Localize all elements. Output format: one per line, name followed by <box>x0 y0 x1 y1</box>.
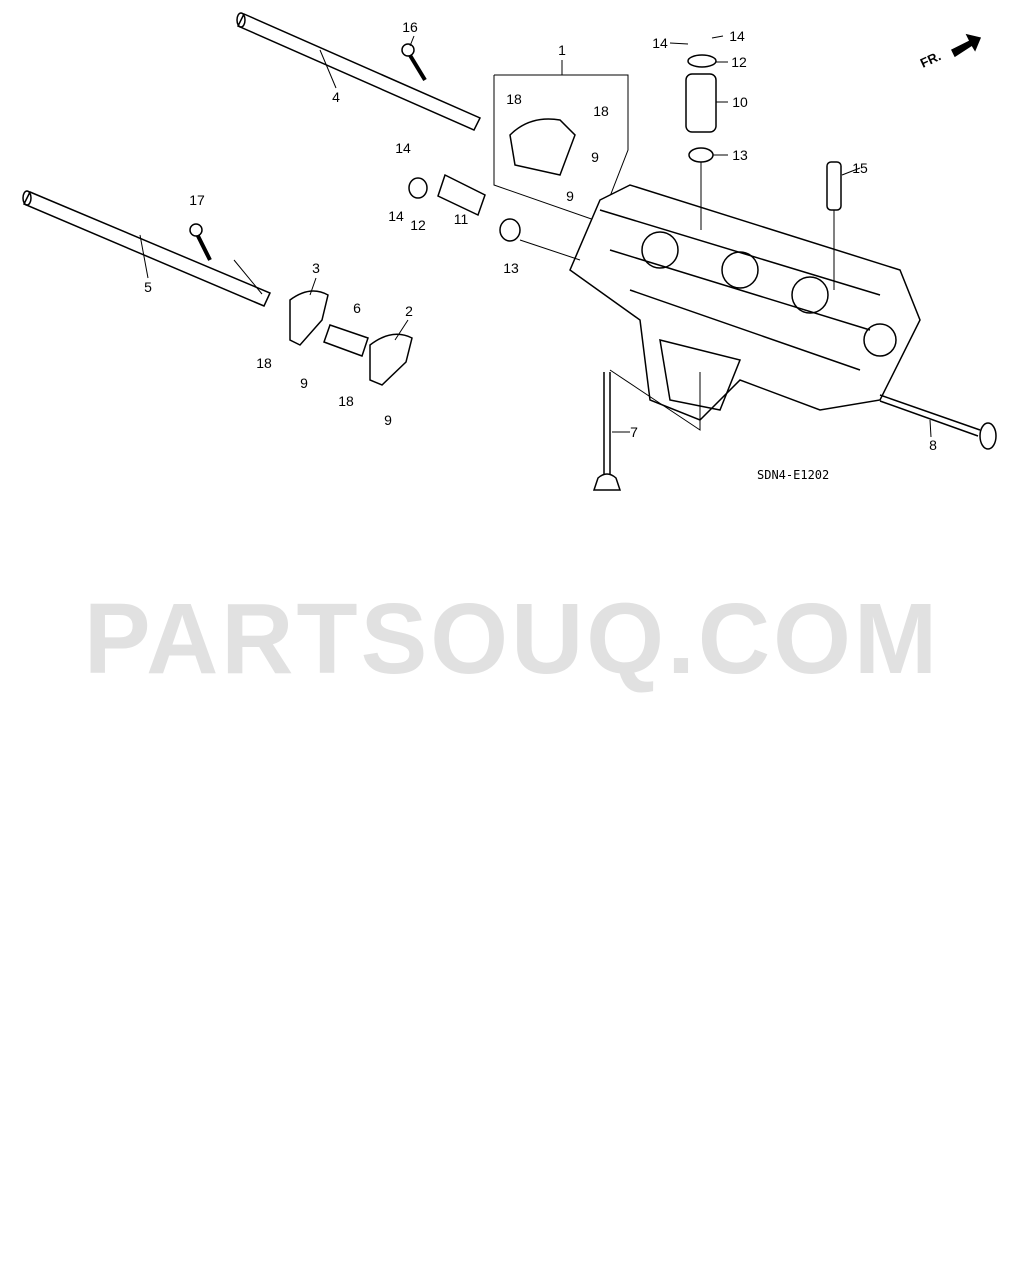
assembly-1-bracket <box>493 74 629 223</box>
part-15 <box>826 161 842 211</box>
retainer-12b <box>408 177 428 199</box>
callout-11: 11 <box>453 211 469 227</box>
retainer-12 <box>687 54 717 68</box>
callout-17: 17 <box>189 192 205 208</box>
leader-lines <box>139 35 932 438</box>
parts-diagram <box>22 12 997 491</box>
rocker-arm-assembly <box>509 118 576 176</box>
cylinder-head <box>569 184 921 421</box>
bolt-16 <box>406 50 427 82</box>
callout-5: 5 <box>144 279 152 295</box>
callout-2: 2 <box>405 303 413 319</box>
seal-13b <box>499 218 521 242</box>
intake-valve-7 <box>592 372 622 491</box>
callout-18: 18 <box>256 355 272 371</box>
callout-6: 6 <box>353 300 361 316</box>
valve-spring-10 <box>685 73 717 133</box>
callout-12: 12 <box>731 54 747 70</box>
callout-18: 18 <box>506 91 522 107</box>
callout-9: 9 <box>384 412 392 428</box>
callout-15: 15 <box>852 160 868 176</box>
rocker-arm-2 <box>369 333 413 386</box>
diagram-code: SDN4-E1202 <box>757 468 830 482</box>
exhaust-valve-8 <box>879 394 997 450</box>
front-arrow-icon <box>950 33 982 58</box>
callout-1: 1 <box>558 42 566 58</box>
watermark: PARTSOUQ.COM <box>83 583 941 695</box>
callout-9: 9 <box>566 188 574 204</box>
bolt-17 <box>194 231 212 261</box>
callout-14: 14 <box>395 140 411 156</box>
callout-4: 4 <box>332 89 340 105</box>
callout-7: 7 <box>630 424 638 440</box>
callout-16: 16 <box>402 19 418 35</box>
valve-spring-11 <box>437 173 486 217</box>
callout-14: 14 <box>652 35 668 51</box>
rocker-shaft-upper <box>236 12 482 131</box>
callout-13: 13 <box>732 147 748 163</box>
callout-13: 13 <box>503 260 519 276</box>
callout-14: 14 <box>388 208 404 224</box>
callout-9: 9 <box>591 149 599 165</box>
callout-18: 18 <box>593 103 609 119</box>
rocker-shaft-lower <box>22 190 272 307</box>
callout-12: 12 <box>410 217 426 233</box>
callout-14: 14 <box>729 28 745 44</box>
callout-3: 3 <box>312 260 320 276</box>
callout-9: 9 <box>300 375 308 391</box>
valve-spring-6 <box>323 324 369 357</box>
callout-8: 8 <box>929 437 937 453</box>
callout-10: 10 <box>732 94 748 110</box>
seal-13 <box>688 147 714 163</box>
callout-18: 18 <box>338 393 354 409</box>
rocker-arm-3 <box>289 290 329 346</box>
